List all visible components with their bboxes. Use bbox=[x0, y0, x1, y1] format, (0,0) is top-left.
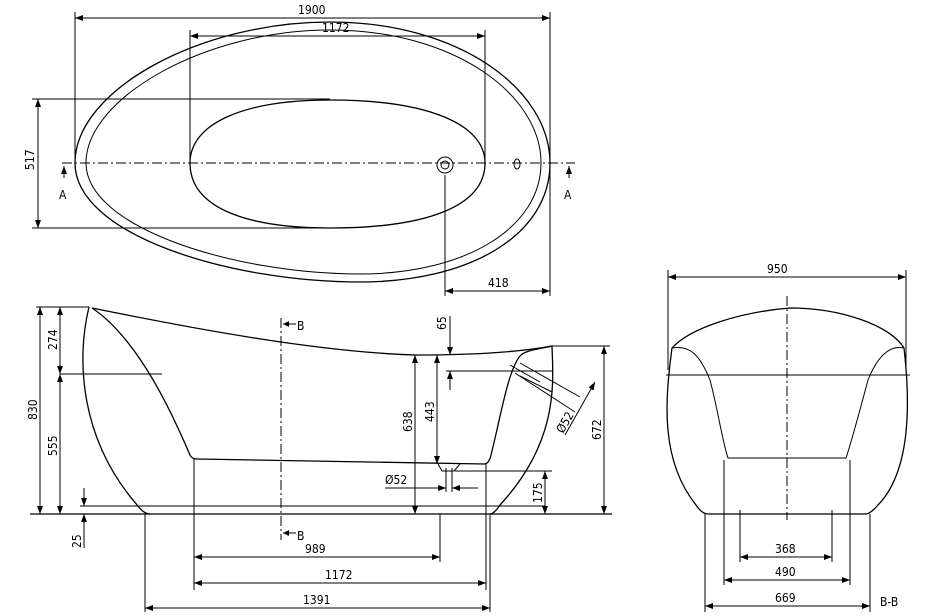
dim-basin-length: 1172 bbox=[322, 21, 349, 35]
dim-overflow-offset: 65 bbox=[435, 316, 449, 330]
dim-drain-height: 175 bbox=[531, 482, 545, 503]
dim-height: 830 bbox=[26, 399, 40, 420]
dim-rim-drain: 638 bbox=[401, 411, 415, 432]
section-marker-b-top: B bbox=[297, 319, 304, 333]
drain-icon bbox=[436, 156, 454, 174]
dim-end-width: 950 bbox=[767, 262, 788, 276]
dim-base-length: 1391 bbox=[303, 593, 330, 607]
dim-overflow-dia: Ø52 bbox=[553, 409, 576, 435]
dim-height-right: 672 bbox=[590, 419, 604, 440]
dim-feet: 490 bbox=[775, 565, 796, 579]
dim-basin-depth: 443 bbox=[423, 401, 437, 422]
top-view: 1900 1172 517 418 A A bbox=[23, 3, 575, 296]
section-label-bb: B-B bbox=[880, 595, 898, 609]
dim-basin-bottom: 1172 bbox=[325, 568, 352, 582]
dim-upper: 274 bbox=[46, 329, 60, 350]
overflow-icon bbox=[513, 158, 521, 170]
dim-drain-dia: Ø52 bbox=[385, 473, 407, 487]
dim-end-base: 669 bbox=[775, 591, 796, 605]
dim-length: 1900 bbox=[298, 3, 326, 17]
section-marker-a-right: A bbox=[564, 188, 572, 202]
dim-inner-feet: 368 bbox=[775, 542, 796, 556]
end-view: 950 368 490 669 B-B bbox=[666, 262, 910, 612]
dim-width: 517 bbox=[23, 149, 37, 170]
dim-lower: 555 bbox=[46, 435, 60, 456]
dim-drain-offset: 418 bbox=[488, 276, 509, 290]
section-marker-a-left: A bbox=[59, 188, 67, 202]
section-marker-b-bottom: B bbox=[297, 529, 304, 543]
dim-foot: 25 bbox=[70, 534, 84, 548]
dim-drain-pos: 989 bbox=[305, 542, 326, 556]
side-view: B B 830 274 555 25 638 443 65 Ø52 Ø52 17… bbox=[26, 306, 612, 612]
